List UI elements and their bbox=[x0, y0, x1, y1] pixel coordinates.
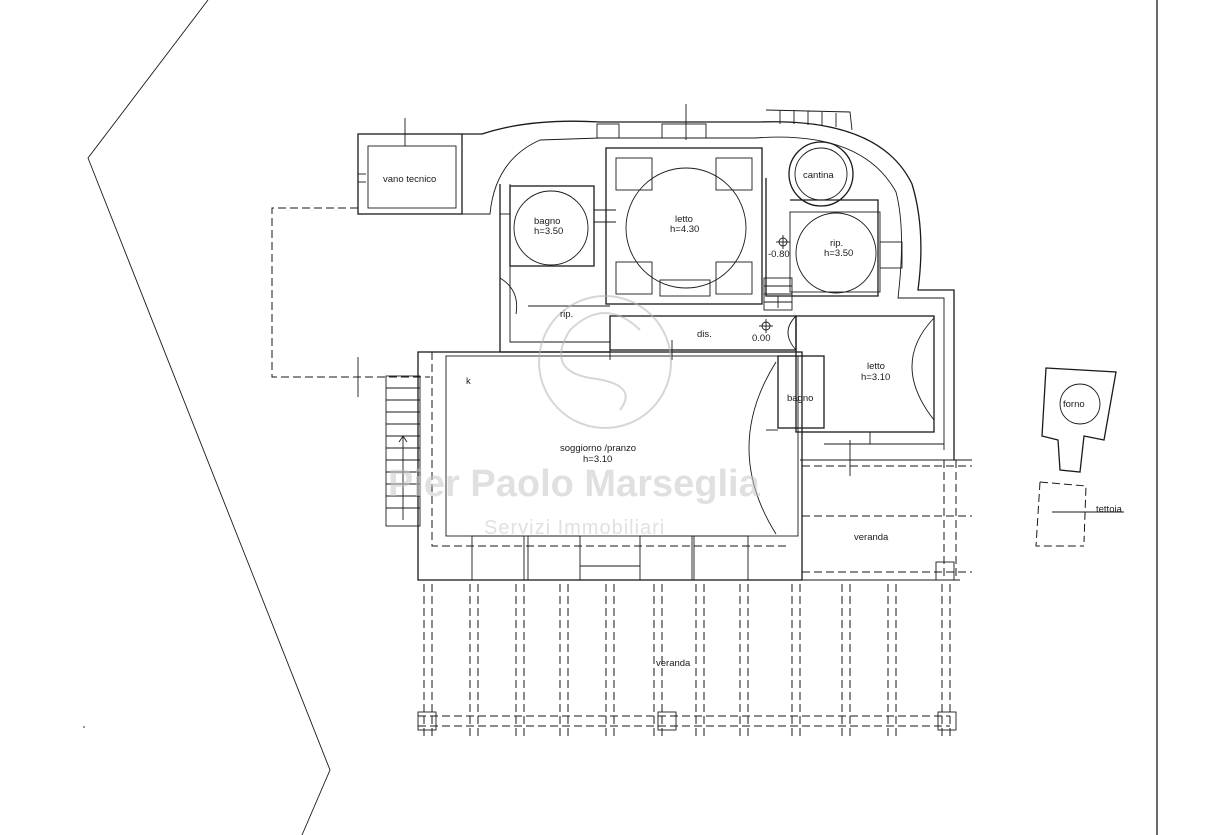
label-tettoia: tettoia bbox=[1096, 504, 1123, 515]
label-level-zero: 0.00 bbox=[752, 333, 771, 344]
vano-tecnico bbox=[357, 118, 463, 215]
letto-top-room bbox=[605, 147, 763, 305]
label-bagno-small: bagno bbox=[787, 393, 813, 404]
outer-wall-inner bbox=[462, 136, 945, 450]
level-marker-zero-icon bbox=[759, 319, 773, 333]
veranda-bottom-pergola bbox=[417, 579, 960, 740]
rip-right-room bbox=[765, 178, 903, 297]
curved-wall-blocks bbox=[765, 109, 853, 131]
site-boundary bbox=[87, 0, 331, 835]
veranda-right bbox=[800, 440, 972, 581]
label-letto-right: letto bbox=[867, 361, 885, 372]
courtyard-outline bbox=[271, 207, 430, 378]
label-bagno-top: bagno bbox=[534, 216, 560, 227]
label-level-minus: -0.80 bbox=[768, 249, 790, 260]
label-veranda-right: veranda bbox=[854, 532, 889, 543]
label-soggiorno-height: h=3.10 bbox=[583, 454, 612, 465]
outer-wall bbox=[462, 120, 955, 460]
bagno-top-room bbox=[509, 185, 616, 267]
watermark-subtitle: Servizi Immobiliari bbox=[484, 517, 665, 539]
forno-annex bbox=[1035, 367, 1124, 547]
label-letto-top-height: h=4.30 bbox=[670, 224, 699, 235]
wall-window bbox=[661, 123, 707, 139]
bagno-small-room bbox=[766, 355, 870, 445]
inner-stair bbox=[763, 277, 793, 311]
label-kitchen-k: k bbox=[466, 376, 471, 387]
label-vano-tecnico: vano tecnico bbox=[383, 174, 436, 185]
label-bagno-top-height: h=3.50 bbox=[534, 226, 563, 237]
survey-dot bbox=[83, 726, 85, 728]
level-marker-icon bbox=[776, 235, 790, 249]
label-rip-right-height: h=3.50 bbox=[824, 248, 853, 259]
label-soggiorno: soggiorno /pranzo bbox=[560, 443, 636, 454]
watermark-name: Pier Paolo Marseglia bbox=[388, 463, 761, 505]
external-stair bbox=[385, 375, 421, 527]
label-letto-right-height: h=3.10 bbox=[861, 372, 890, 383]
watermark-logo bbox=[538, 295, 672, 429]
wall-niche bbox=[596, 123, 620, 139]
label-dis: dis. bbox=[697, 329, 712, 340]
label-rip-right: rip. bbox=[830, 238, 843, 249]
label-letto-top: letto bbox=[675, 214, 693, 225]
label-cantina: cantina bbox=[803, 170, 834, 181]
label-forno: forno bbox=[1063, 399, 1085, 410]
label-veranda-bottom: veranda bbox=[656, 658, 691, 669]
label-rip-mid: rip. bbox=[560, 309, 573, 320]
